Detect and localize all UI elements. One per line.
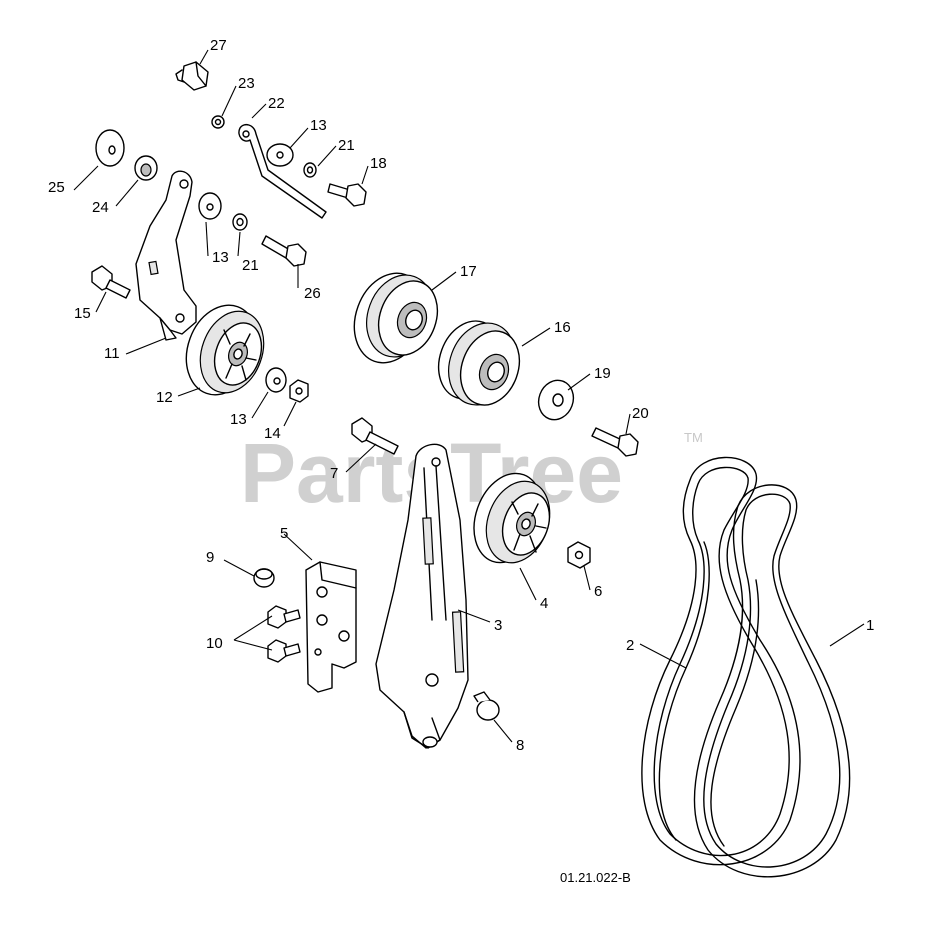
callout-5: 5: [280, 525, 288, 542]
callout-10: 10: [206, 635, 223, 652]
part-13-washer-top: [266, 143, 294, 167]
callout-27: 27: [210, 37, 227, 54]
part-6-nut: [567, 541, 591, 569]
callout-9: 9: [206, 549, 214, 566]
callout-2: 2: [626, 637, 634, 654]
part-8-bolt: [473, 691, 500, 721]
part-22-rod: [238, 123, 327, 219]
part-14-nut: [289, 379, 309, 403]
callout-23: 23: [238, 75, 255, 92]
leader-lines: [73, 49, 865, 743]
part-27-bolt: [175, 61, 209, 91]
callout-8: 8: [516, 737, 524, 754]
callout-14: 14: [264, 425, 281, 442]
drawing-code: 01.21.022-B: [560, 870, 631, 885]
callout-12: 12: [156, 389, 173, 406]
callout-16: 20: [632, 405, 649, 422]
part-9-bolt: [253, 568, 275, 588]
callout-1: 1: [866, 617, 874, 634]
watermark-tm: TM: [684, 430, 703, 445]
callout-21-mid: 21: [242, 257, 259, 274]
part-24-bushing: [134, 155, 158, 181]
part-7-bolt: [351, 417, 399, 455]
callout-6: 6: [594, 583, 602, 600]
part-21-washer-top: [303, 162, 317, 178]
part-17-washer: [537, 379, 575, 421]
callout-3: 3: [494, 617, 502, 634]
part-11-idler-arm: [135, 170, 197, 341]
part-23-washer: [211, 115, 225, 129]
part-3-bracket: [375, 443, 469, 749]
part-25-washer: [95, 129, 125, 167]
part-16-bolt: [591, 427, 639, 457]
callout-21-top: 21: [338, 137, 355, 154]
callout-13-mid: 13: [212, 249, 229, 266]
part-15-bolt: [91, 265, 131, 299]
part-19-pulley: [353, 272, 439, 364]
callout-24: 24: [92, 199, 109, 216]
callout-7: 7: [330, 465, 338, 482]
callout-25: 25: [48, 179, 65, 196]
part-10-screws: [267, 605, 301, 663]
part-18-pulley: [437, 320, 521, 406]
callout-15: 15: [74, 305, 91, 322]
part-13-washer-low: [265, 367, 287, 393]
part-5-plate: [305, 561, 357, 693]
callout-13-low: 13: [230, 411, 247, 428]
part-13-washer-mid: [198, 192, 222, 220]
part-26-bolt: [261, 235, 307, 267]
callout-19: 17: [460, 263, 477, 280]
part-20-bolt: [327, 183, 367, 207]
callout-26: 26: [304, 285, 321, 302]
callout-18: 16: [554, 319, 571, 336]
part-4-pulley: [473, 472, 551, 564]
callout-labels: 27 23 22 13 21 18 25 24 13 21 26 15 11 1…: [48, 37, 874, 754]
callout-17: 19: [594, 365, 611, 382]
callout-20: 18: [370, 155, 387, 172]
callout-11: 11: [104, 345, 120, 362]
part-12-pulley: [185, 304, 265, 396]
callout-22: 22: [268, 95, 285, 112]
callout-13-top: 13: [310, 117, 327, 134]
callout-4: 4: [540, 595, 548, 612]
part-1-belt: [693, 484, 851, 878]
part-21-washer-mid: [232, 213, 248, 231]
part-2-belt: [641, 456, 801, 866]
